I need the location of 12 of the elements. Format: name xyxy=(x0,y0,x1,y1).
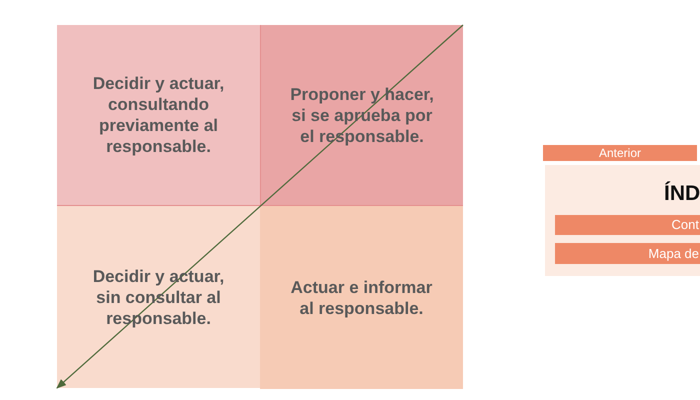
quadrant-label: Decidir y actuar, consultando previamente al responsable. xyxy=(92,73,226,157)
nav-button: Mapa de xyxy=(555,243,700,264)
matrix-quadrant xyxy=(57,25,260,206)
matrix-quadrant xyxy=(260,25,463,206)
matrix-quadrant xyxy=(260,206,463,389)
quadrant-label: Actuar e informar al responsable. xyxy=(290,276,434,318)
matrix-quadrant xyxy=(57,206,260,388)
arrow xyxy=(56,24,464,389)
previous-button: Anterior xyxy=(543,145,697,161)
index-panel xyxy=(545,165,700,276)
nav-button: Cont xyxy=(555,215,700,235)
panel-heading: ÍND xyxy=(664,182,700,206)
